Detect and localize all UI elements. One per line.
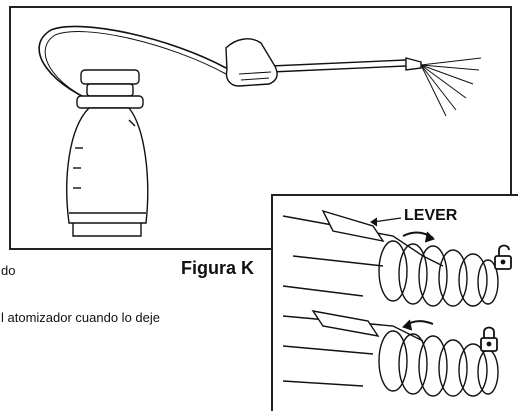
hand — [225, 38, 278, 87]
main-illustration-frame — [9, 6, 512, 250]
tank — [66, 69, 149, 237]
lever-label: LEVER — [404, 207, 458, 224]
spray-lines — [420, 57, 482, 117]
sprayer-illustration — [38, 25, 482, 237]
unlock-icon — [494, 244, 512, 270]
lever-bottom — [311, 310, 380, 337]
inset-illustration-frame — [271, 194, 518, 411]
hose — [38, 25, 227, 107]
lever-top — [321, 209, 385, 243]
figure-label: Figura K — [181, 258, 255, 278]
coil-bottom — [378, 330, 499, 397]
coil-top — [378, 240, 499, 307]
body-text-fragment: l atomizador cuando lo deje — [1, 310, 160, 325]
lever-closeup-illustration — [282, 209, 512, 397]
caption-fragment: do — [1, 263, 16, 278]
lock-icon — [480, 326, 498, 352]
